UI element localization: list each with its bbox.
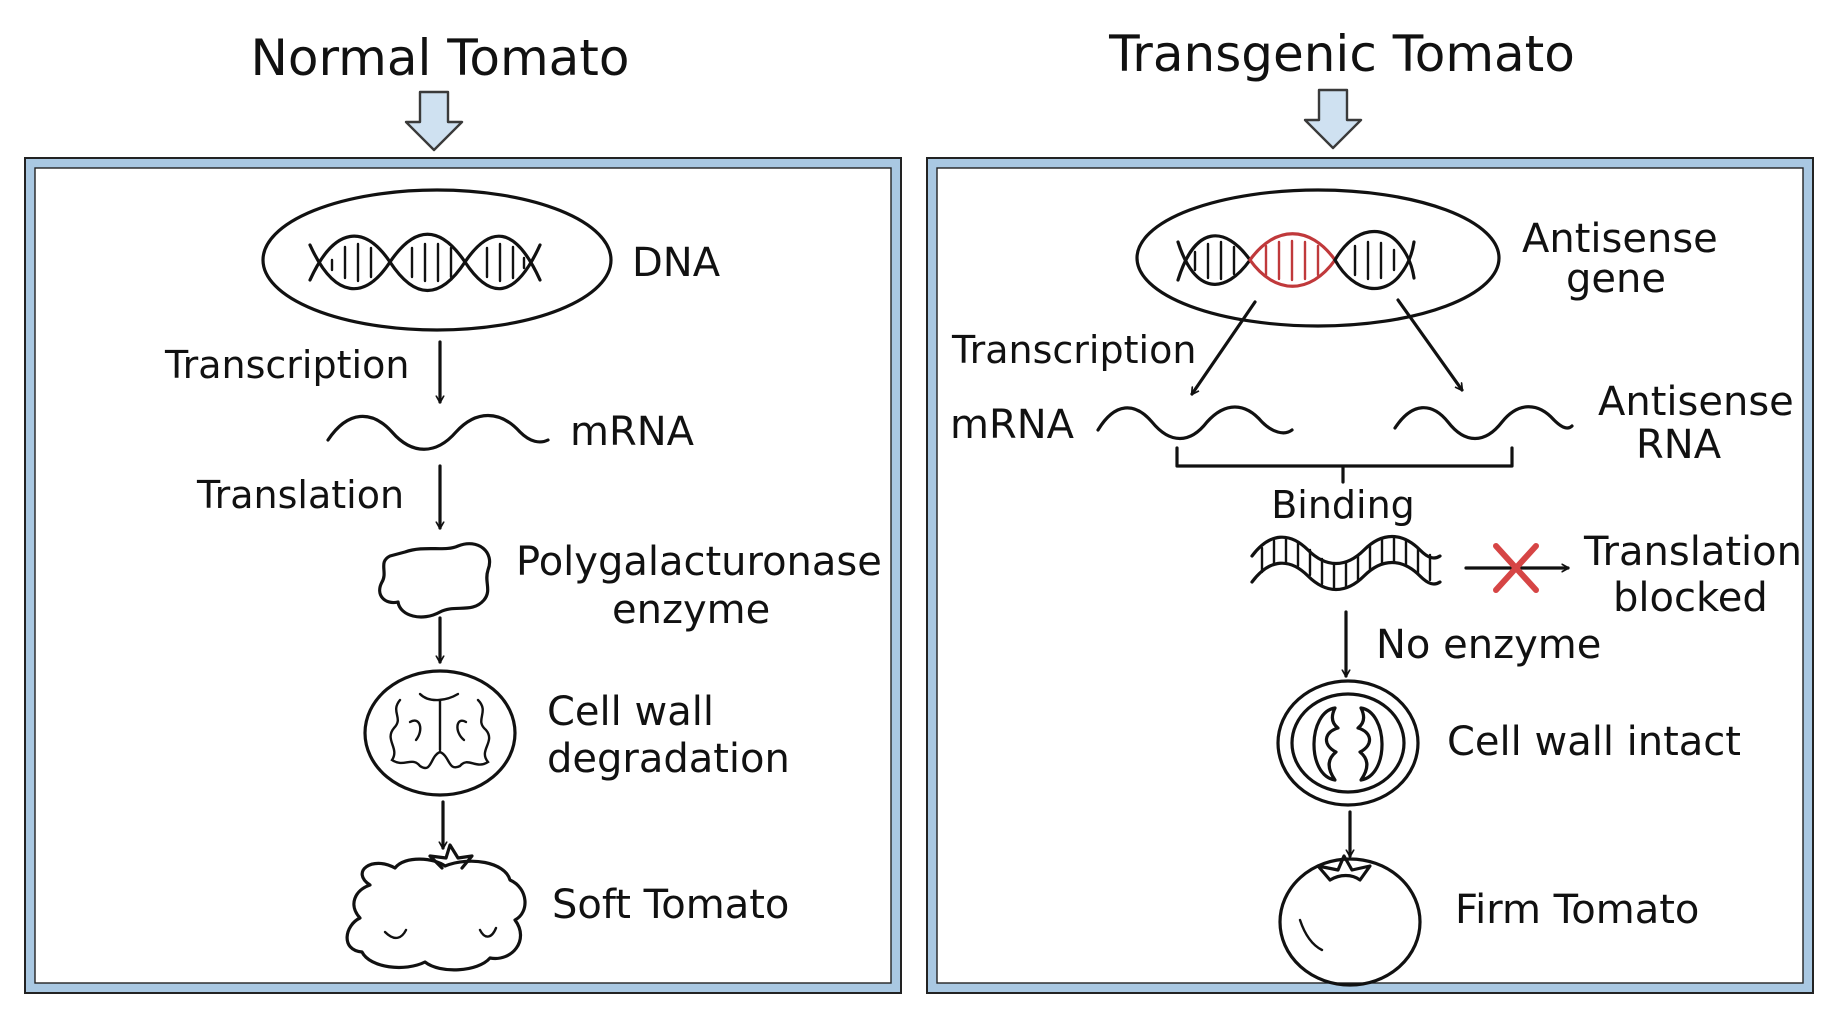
left-panel-frame	[25, 158, 901, 993]
right-dna-ellipse	[1135, 188, 1501, 328]
antisense-rna-wave-icon	[1393, 405, 1574, 440]
antisense-gene-label-line2: gene	[1566, 256, 1666, 302]
firm-tomato-icon	[1278, 854, 1422, 987]
cell-wall-intact-label: Cell wall intact	[1447, 719, 1741, 765]
left-translation-label: Translation	[196, 473, 404, 517]
right-transcription-arrow-right-icon	[1396, 298, 1464, 392]
left-dna-ellipse	[261, 188, 613, 332]
block-x-icon	[1493, 543, 1539, 593]
antisense-gene-label-line1: Antisense	[1522, 216, 1718, 262]
left-title-arrow-icon	[404, 90, 464, 152]
degradation-label-line1: Cell wall	[547, 689, 714, 735]
normal-tomato-panel: Normal Tomato	[24, 29, 902, 994]
translation-blocked-label-line2: blocked	[1613, 575, 1768, 621]
right-title-arrow-icon	[1303, 88, 1363, 150]
left-mrna-wave-icon	[326, 413, 550, 451]
binding-bracket	[1175, 446, 1514, 484]
translation-blocked-label-line1: Translation	[1583, 529, 1802, 575]
enzyme-label-line1: Polygalacturonase	[516, 539, 882, 585]
soft-tomato-icon	[345, 843, 527, 972]
no-enzyme-label: No enzyme	[1376, 622, 1601, 668]
right-mrna-label: mRNA	[950, 402, 1075, 448]
intact-cell-icon	[1276, 679, 1420, 807]
degraded-cell-icon	[363, 669, 517, 797]
right-transcription-label: Transcription	[951, 328, 1196, 372]
left-dna-label: DNA	[632, 240, 721, 286]
antisense-rna-label-line1: Antisense	[1598, 379, 1794, 425]
binding-label: Binding	[1271, 483, 1415, 527]
left-mrna-label: mRNA	[570, 409, 695, 455]
transgenic-tomato-panel: Transgenic Tomato	[926, 25, 1814, 994]
antisense-rna-label-line2: RNA	[1636, 422, 1722, 468]
left-transcription-label: Transcription	[164, 343, 409, 387]
soft-tomato-label: Soft Tomato	[552, 882, 789, 928]
firm-tomato-label: Firm Tomato	[1455, 887, 1699, 933]
right-transcription-arrow-left-icon	[1190, 300, 1257, 396]
enzyme-label-line2: enzyme	[612, 587, 770, 633]
degradation-label-line2: degradation	[547, 736, 790, 782]
enzyme-blob-icon	[378, 542, 492, 619]
left-dna-helix-icon	[308, 232, 542, 292]
right-title: Transgenic Tomato	[1108, 25, 1575, 83]
rna-duplex-icon	[1250, 535, 1442, 591]
antisense-dna-helix-icon	[1176, 229, 1416, 291]
left-title: Normal Tomato	[251, 29, 630, 87]
right-panel-frame	[927, 158, 1813, 993]
right-mrna-wave-icon	[1096, 405, 1294, 440]
